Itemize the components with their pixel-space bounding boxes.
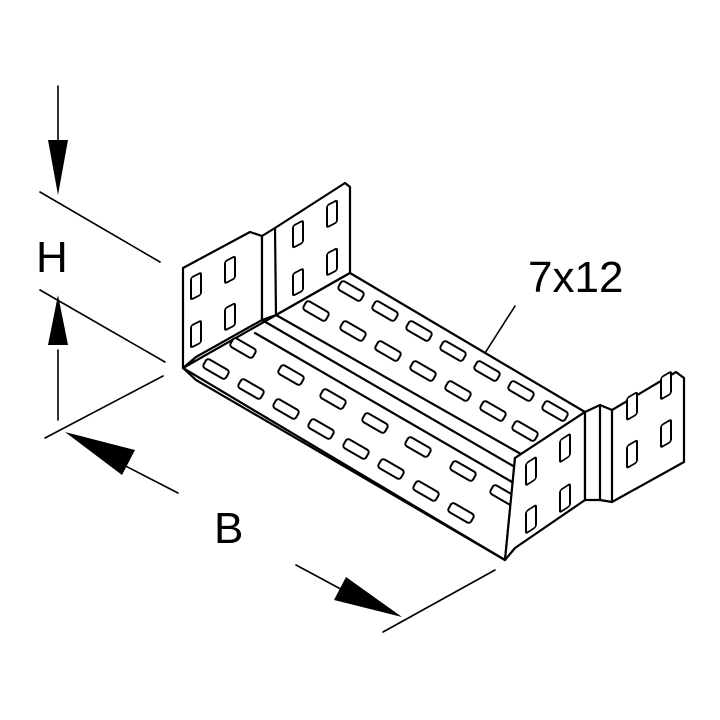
- b-extension-line-left: [44, 375, 164, 439]
- h-extension-line-top: [39, 191, 161, 263]
- slot-annotation: 7x12: [477, 253, 623, 365]
- left-upright: [181, 181, 352, 370]
- h-arrowhead-up: [48, 295, 68, 345]
- height-dimension: H: [36, 85, 166, 421]
- b-extension-line-right: [382, 569, 496, 633]
- slot-size-label: 7x12: [528, 253, 623, 302]
- width-dimension: B: [44, 375, 496, 633]
- floor-slots-back: [302, 280, 569, 442]
- height-label: H: [36, 233, 68, 282]
- h-extension-line-bottom: [39, 289, 166, 363]
- b-arrowhead-left: [65, 432, 135, 475]
- b-arrowhead-right: [334, 577, 402, 617]
- width-label: B: [214, 504, 243, 553]
- connector-part: [181, 181, 686, 562]
- h-arrowhead-down: [48, 140, 68, 195]
- right-upright: [503, 370, 686, 562]
- floor-slots-front: [202, 337, 517, 524]
